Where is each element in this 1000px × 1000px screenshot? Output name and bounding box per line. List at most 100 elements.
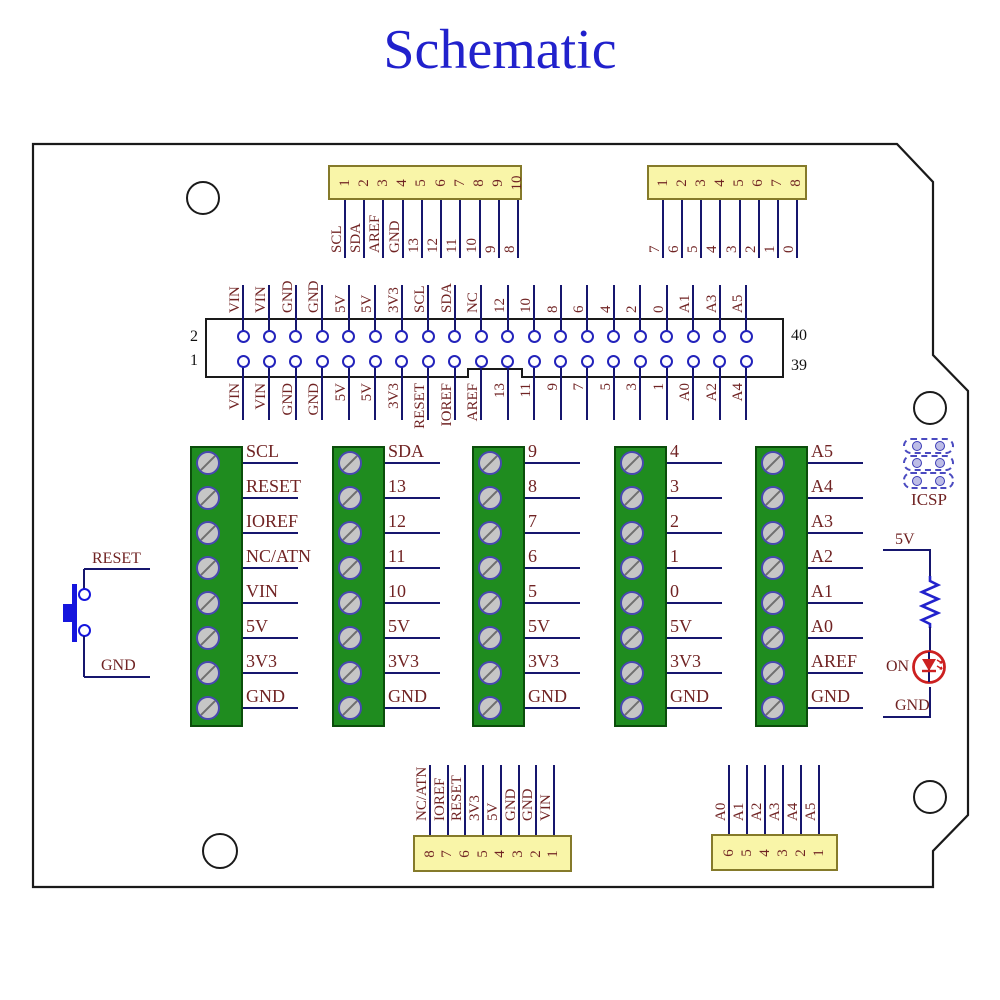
connector-top-signal-label: 8 bbox=[544, 305, 561, 314]
connector-bottom-signal-label: 13 bbox=[491, 383, 508, 398]
screw-slot bbox=[200, 525, 216, 541]
connector-pin-line bbox=[639, 285, 642, 336]
screw-slot bbox=[624, 490, 640, 506]
reset-wire bbox=[84, 568, 150, 570]
header-pin-line bbox=[446, 765, 449, 835]
screw-terminal-icon bbox=[338, 626, 362, 650]
terminal-wire bbox=[667, 602, 722, 604]
screw-terminal-icon bbox=[478, 696, 502, 720]
screw-slot bbox=[765, 560, 781, 576]
terminal-wire bbox=[667, 672, 722, 674]
push-button-cap-icon bbox=[63, 604, 72, 622]
screw-slot bbox=[765, 700, 781, 716]
terminal-label: 3 bbox=[670, 476, 679, 496]
terminal-wire bbox=[808, 637, 863, 639]
terminal-wire bbox=[525, 602, 580, 604]
connector-pin-line bbox=[745, 285, 748, 336]
terminal-label: A3 bbox=[811, 511, 833, 531]
connector-pin-line bbox=[533, 361, 536, 420]
header-signal-label: A5 bbox=[803, 802, 819, 821]
header-signal-label: 12 bbox=[425, 238, 442, 253]
connector-bottom-signal-label: 3 bbox=[624, 383, 641, 391]
connector-pin-hole bbox=[342, 354, 356, 368]
connector-pin-hole bbox=[342, 329, 356, 343]
icsp-header-row bbox=[903, 472, 954, 489]
screw-terminal-icon bbox=[620, 451, 644, 475]
screw-slot bbox=[765, 490, 781, 506]
connector-pin-line bbox=[665, 361, 668, 420]
terminal-wire bbox=[243, 462, 298, 464]
connector-pin-line bbox=[533, 285, 536, 336]
connector-pin-hole bbox=[236, 354, 250, 368]
terminal-wire bbox=[385, 532, 440, 534]
terminal-label: 6 bbox=[528, 546, 537, 566]
header-pin-line bbox=[681, 200, 684, 258]
screw-terminal-icon bbox=[620, 556, 644, 580]
header-signal-label: A4 bbox=[785, 802, 801, 821]
connector-bottom-signal-label: A2 bbox=[703, 383, 720, 402]
icsp-pin bbox=[912, 441, 922, 451]
terminal-block bbox=[755, 446, 808, 727]
terminal-label: 3V3 bbox=[670, 651, 701, 671]
led-5v-label: 5V bbox=[895, 531, 915, 548]
terminal-label: A1 bbox=[811, 581, 833, 601]
screw-terminal-icon bbox=[620, 591, 644, 615]
terminal-label: 10 bbox=[388, 581, 406, 601]
connector-top-signal-label: 3V3 bbox=[385, 287, 402, 313]
screw-slot bbox=[624, 455, 640, 471]
connector-pin-line bbox=[453, 285, 456, 336]
terminal-wire bbox=[667, 462, 722, 464]
header-pin-line bbox=[499, 765, 502, 835]
led-gnd-label: GND bbox=[895, 697, 930, 714]
terminal-label: 3V3 bbox=[388, 651, 419, 671]
screw-terminal-icon bbox=[620, 696, 644, 720]
screw-terminal-icon bbox=[338, 591, 362, 615]
terminal-label: A2 bbox=[811, 546, 833, 566]
terminal-block bbox=[614, 446, 667, 727]
screw-terminal-icon bbox=[761, 521, 785, 545]
connector-pin-hole bbox=[501, 354, 515, 368]
connector-pin-line bbox=[400, 285, 403, 336]
connector-pin-line bbox=[321, 285, 324, 336]
screw-slot bbox=[765, 630, 781, 646]
header-signal-label: 3V3 bbox=[467, 795, 484, 821]
connector-pin-hole bbox=[580, 329, 594, 343]
header-pin-line bbox=[535, 765, 538, 835]
connector-top-signal-label: 6 bbox=[571, 305, 588, 314]
header-signal-label: GND bbox=[520, 788, 537, 822]
terminal-wire bbox=[667, 532, 722, 534]
terminal-label: A0 bbox=[811, 616, 833, 636]
connector-pin-line bbox=[427, 361, 430, 420]
connector-pin-line bbox=[480, 285, 483, 336]
connector-pin-line bbox=[718, 361, 721, 420]
screw-slot bbox=[200, 665, 216, 681]
terminal-label: 9 bbox=[528, 441, 537, 461]
terminal-block bbox=[332, 446, 385, 727]
connector-top-signal-label: 10 bbox=[518, 298, 535, 313]
screw-slot bbox=[624, 630, 640, 646]
terminal-label: 5V bbox=[670, 616, 692, 636]
terminal-wire bbox=[525, 497, 580, 499]
connector-pin-hole bbox=[262, 354, 276, 368]
header-pin-line bbox=[728, 765, 730, 834]
header-pin-line bbox=[516, 200, 519, 258]
screw-slot bbox=[482, 455, 498, 471]
screw-slot bbox=[342, 525, 358, 541]
screw-terminal-icon bbox=[761, 486, 785, 510]
connector-pin-hole bbox=[368, 329, 382, 343]
screw-slot bbox=[200, 595, 216, 611]
screw-terminal-icon bbox=[620, 521, 644, 545]
terminal-label: 8 bbox=[528, 476, 537, 496]
connector-row2-label: 2 bbox=[190, 328, 198, 345]
terminal-label: NC/ATN bbox=[246, 546, 312, 566]
led-icon bbox=[912, 650, 946, 684]
terminal-label: 12 bbox=[388, 511, 406, 531]
terminal-wire bbox=[385, 497, 440, 499]
connector-pin-hole bbox=[289, 354, 303, 368]
terminal-label: VIN bbox=[246, 581, 278, 601]
connector-pin-line bbox=[718, 285, 721, 336]
terminal-wire bbox=[243, 602, 298, 604]
connector-pin-line bbox=[586, 361, 589, 420]
terminal-wire bbox=[385, 462, 440, 464]
